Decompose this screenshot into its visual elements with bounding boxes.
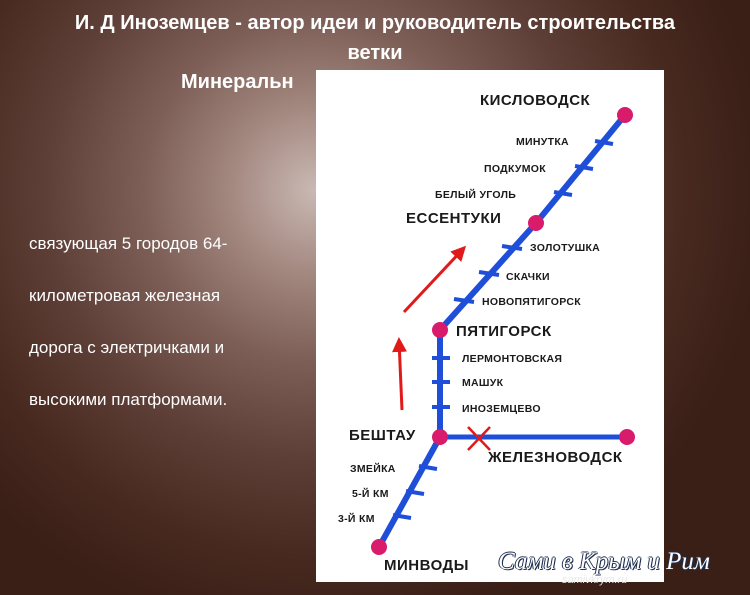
station-tick-minutka (594, 139, 614, 146)
station-tick-km5 (405, 489, 425, 496)
station-label-km3: 3-Й КМ (338, 512, 375, 525)
watermark-url: samivkrym.ru (562, 574, 628, 586)
station-label-pyatigorsk: ПЯТИГОРСК (456, 323, 552, 340)
station-label-minvody: МИНВОДЫ (384, 557, 469, 574)
station-dot-pyatigorsk (432, 322, 448, 338)
description-line-1: связующая 5 городов 64- (29, 234, 228, 253)
station-label-kislovodsk: КИСЛОВОДСК (480, 92, 591, 109)
station-label-zolotushka: ЗОЛОТУШКА (530, 242, 600, 254)
station-tick-bely-ugol (553, 190, 573, 197)
watermark-logo-text: Сами в Крым и Рим (498, 548, 710, 575)
station-label-beshtau: БЕШТАУ (349, 427, 416, 444)
station-label-skachki: СКАЧКИ (506, 271, 550, 283)
station-dot-beshtau (432, 429, 448, 445)
station-label-km5: 5-Й КМ (352, 487, 389, 500)
station-tick-zolotushka (501, 244, 523, 251)
station-label-inozemtsevo: ИНОЗЕМЦЕВО (462, 403, 541, 415)
direction-arrow-diagonal (402, 245, 467, 314)
station-label-bely-ugol: БЕЛЫЙ УГОЛЬ (435, 188, 516, 201)
station-dot-essentuki (528, 215, 544, 231)
description-line-4: высокими платформами. (29, 390, 228, 409)
watermark: Сами в Крым и Рим samivkrym.ru (498, 548, 748, 586)
station-tick-podkumok (574, 164, 594, 171)
station-label-essentuki: ЕССЕНТУКИ (406, 210, 501, 227)
station-tick-zmeyka (418, 464, 438, 471)
station-label-novopyatigorsk: НОВОПЯТИГОРСК (482, 296, 581, 308)
slide-title: И. Д Иноземцев - автор идеи и руководите… (74, 12, 676, 34)
station-dot-kislovodsk (617, 107, 633, 123)
description-line-2: километровая железная (29, 286, 221, 305)
description-text: связующая 5 городов 64- километровая жел… (29, 232, 227, 440)
direction-arrow-vertical (392, 337, 408, 411)
slide-title-continued: ветки (347, 42, 403, 64)
railway-map-diagram: КИСЛОВОДСК ЕССЕНТУКИ ПЯТИГОРСК БЕШТАУ ЖЕ… (338, 92, 635, 574)
description-line-3: дорога с электричками и (29, 338, 225, 357)
railway-map: КИСЛОВОДСК ЕССЕНТУКИ ПЯТИГОРСК БЕШТАУ ЖЕ… (316, 70, 664, 582)
closed-section-cross-icon (467, 426, 491, 451)
station-label-zheleznovodsk: ЖЕЛЕЗНОВОДСК (487, 449, 623, 466)
station-label-zmeyka: ЗМЕЙКА (350, 462, 396, 475)
station-tick-skachki (478, 270, 500, 277)
station-tick-novopyatigorsk (453, 297, 475, 304)
station-dot-zheleznovodsk (619, 429, 635, 445)
rail-segment-essentuki-pyatigorsk (437, 220, 539, 333)
rail-segment-kislovodsk-essentuki (533, 112, 628, 226)
station-label-minutka: МИНУТКА (516, 136, 569, 148)
station-label-podkumok: ПОДКУМОК (484, 163, 546, 175)
station-tick-km3 (392, 513, 412, 520)
station-label-mashuk: МАШУК (462, 377, 504, 389)
station-dot-minvody (371, 539, 387, 555)
station-label-lermontovskaya: ЛЕРМОНТОВСКАЯ (462, 353, 562, 365)
slide-title-truncated: Минеральн (181, 71, 294, 93)
